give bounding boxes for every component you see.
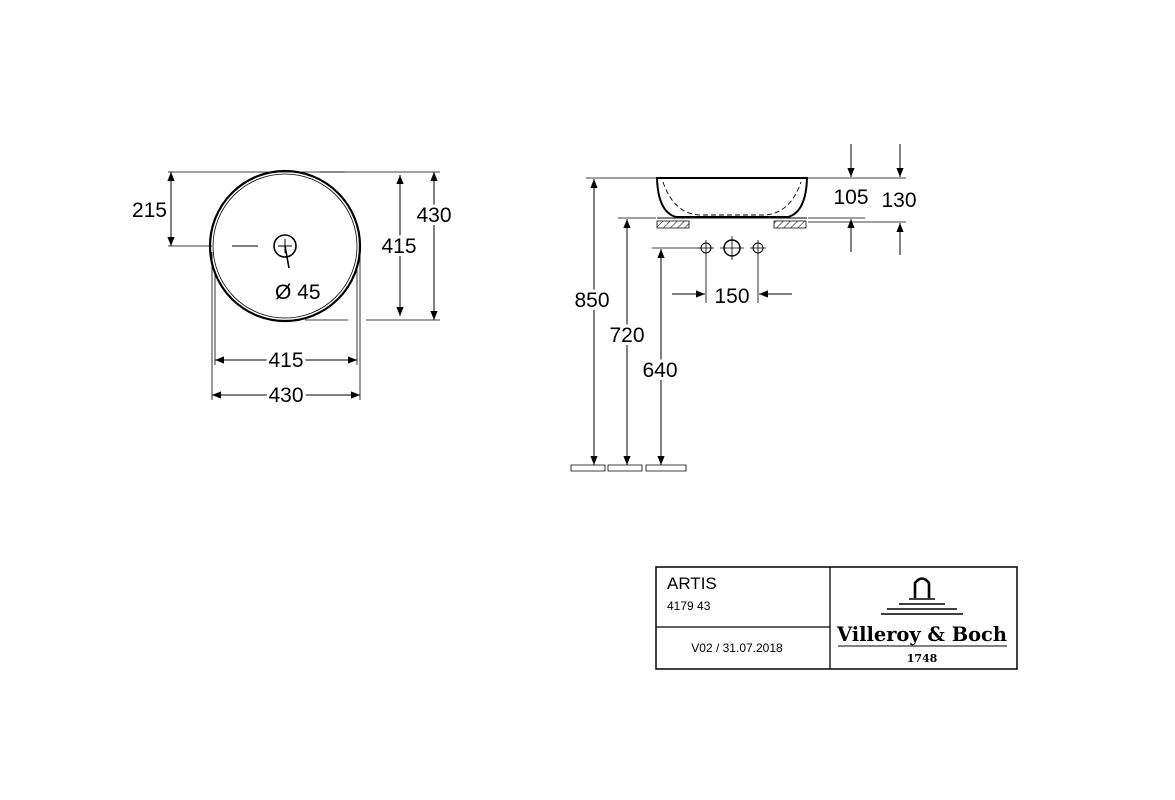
dim-mount-height-720: 720	[609, 324, 644, 347]
floor-block-3	[646, 465, 686, 471]
dim-inner-width-415: 415	[268, 349, 303, 372]
dim-bowl-height-105: 105	[833, 186, 868, 209]
dim-total-height-130: 130	[881, 189, 916, 212]
dim-offset-215: 215	[132, 199, 167, 222]
fitting-center-drain	[720, 236, 744, 260]
drain-symbol	[274, 235, 296, 268]
product-code: 4179 43	[667, 599, 711, 613]
brand-name: Villeroy & Boch	[836, 622, 1007, 646]
fitting-left	[698, 240, 714, 256]
brand-year: 1748	[907, 652, 938, 665]
dim-outer-width-430: 430	[268, 384, 303, 407]
countertop-hatch-left	[657, 221, 689, 228]
side-view-dimension-labels: 105 130 850 720 640 150	[571, 183, 919, 385]
countertop-hatch-right	[774, 221, 806, 228]
fitting-right	[750, 240, 766, 256]
dim-outer-height-430: 430	[416, 204, 451, 227]
floor-block-2	[608, 465, 642, 471]
dim-top-height-850: 850	[574, 289, 609, 312]
brand-logo: Villeroy & Boch 1748	[836, 579, 1007, 665]
product-name: ARTIS	[667, 574, 717, 593]
floor-block-1	[571, 465, 605, 471]
dim-drain-height-640: 640	[642, 359, 677, 382]
dim-pipe-spacing-150: 150	[714, 285, 749, 308]
top-view	[167, 171, 440, 400]
top-view-dimension-labels: 215 415 430 415 430 Ø 45	[132, 199, 455, 410]
fountain-icon	[881, 579, 963, 615]
title-block: ARTIS 4179 43 V02 / 31.07.2018 Villeroy …	[656, 567, 1017, 669]
basin-inner-rim	[213, 174, 357, 318]
side-view	[571, 144, 906, 471]
basin-inner-dashed	[663, 182, 801, 215]
dim-drain-diameter: Ø 45	[275, 281, 321, 304]
version-date: V02 / 31.07.2018	[691, 641, 783, 655]
dim-inner-height-415: 415	[381, 235, 416, 258]
basin-profile	[657, 178, 807, 217]
